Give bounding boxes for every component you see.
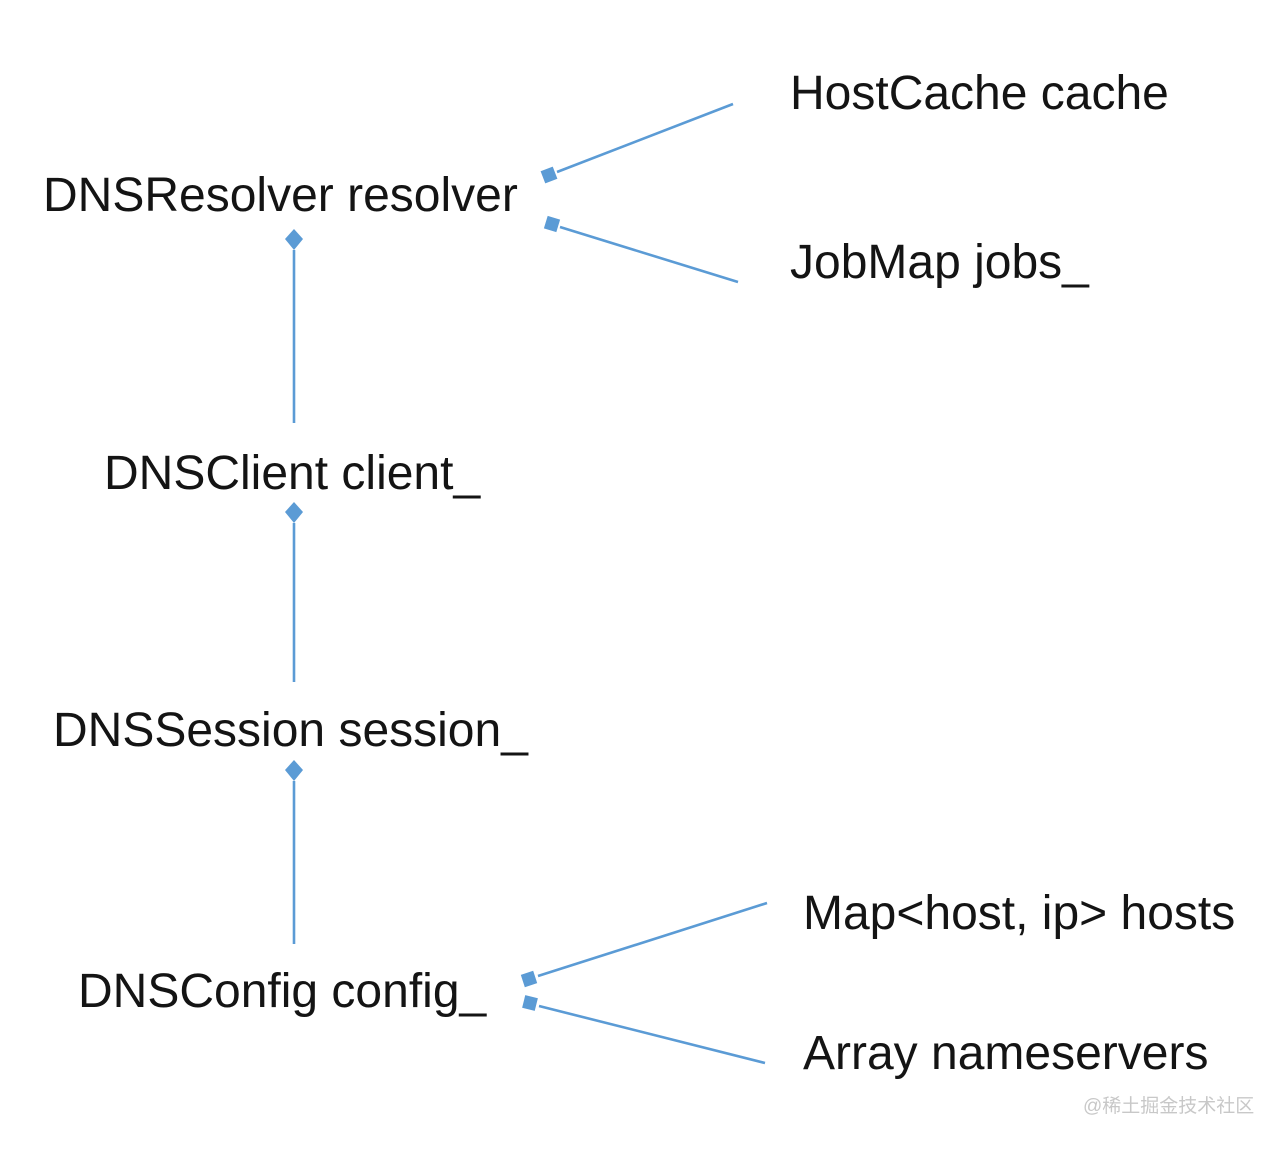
edge-session-config — [285, 760, 303, 944]
edge-config-nameservers — [522, 995, 766, 1065]
composition-diamond-icon — [522, 995, 538, 1011]
node-dnssession: DNSSession session_ — [53, 704, 528, 757]
edge-resolver-client — [285, 229, 303, 423]
node-hosts-map: Map<host, ip> hosts — [803, 887, 1236, 940]
composition-diamond-icon — [520, 970, 538, 988]
edge-line — [537, 901, 768, 978]
node-jobmap: JobMap jobs_ — [790, 236, 1089, 289]
node-dnsclient: DNSClient client_ — [104, 447, 481, 500]
composition-diamond-icon — [285, 229, 303, 250]
node-dnsresolver: DNSResolver resolver — [43, 169, 518, 222]
composition-diamond-icon — [540, 166, 558, 184]
edge-line — [559, 225, 739, 284]
edge-line — [538, 1004, 766, 1065]
watermark: @稀土掘金技术社区 — [1083, 1096, 1255, 1117]
composition-diamond-icon — [285, 760, 303, 781]
edge-config-hostsmap — [520, 901, 768, 988]
edge-resolver-hostcache — [540, 102, 734, 184]
edge-client-session — [285, 502, 303, 682]
edge-resolver-jobmap — [543, 215, 739, 284]
node-dnsconfig: DNSConfig config_ — [78, 965, 487, 1018]
composition-diamond-icon — [285, 502, 303, 523]
node-nameservers: Array nameservers — [803, 1027, 1209, 1080]
composition-diamond-icon — [543, 215, 561, 233]
node-hostcache: HostCache cache — [790, 67, 1169, 120]
edge-line — [556, 102, 734, 174]
